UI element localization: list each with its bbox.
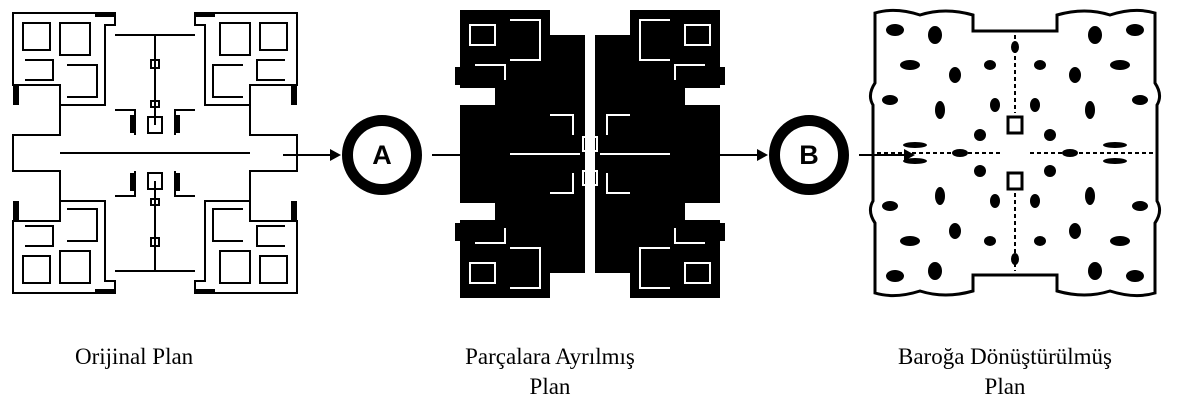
caption-fragmented-line1: Parçalara Ayrılmış: [465, 344, 635, 369]
fragmented-plan-svg: [455, 10, 725, 298]
arrow-to-b: [712, 149, 768, 161]
caption-original-plan: Orijinal Plan: [75, 342, 193, 372]
arrow-to-a: [283, 149, 341, 161]
caption-fragmented-line2: Plan: [529, 374, 571, 399]
node-b: B: [769, 115, 849, 195]
node-a: A: [342, 115, 422, 195]
caption-original-line1: Orijinal Plan: [75, 344, 194, 369]
baroque-plan-drawing: [865, 5, 1165, 301]
caption-baroque-plan: Baroğa Dönüştürülmüş Plan: [835, 342, 1175, 402]
node-b-label: B: [799, 139, 819, 170]
caption-fragmented-plan: Parçalara Ayrılmış Plan: [420, 342, 680, 402]
baroque-plan-svg: [868, 8, 1162, 298]
original-plan-drawing: [5, 5, 305, 301]
caption-baroque-line1: Baroğa Dönüştürülmüş: [897, 344, 1112, 369]
caption-baroque-line2: Plan: [984, 374, 1026, 399]
node-a-label: A: [372, 139, 392, 170]
original-plan-svg: [12, 12, 298, 294]
fragmented-plan-drawing: [455, 5, 725, 303]
